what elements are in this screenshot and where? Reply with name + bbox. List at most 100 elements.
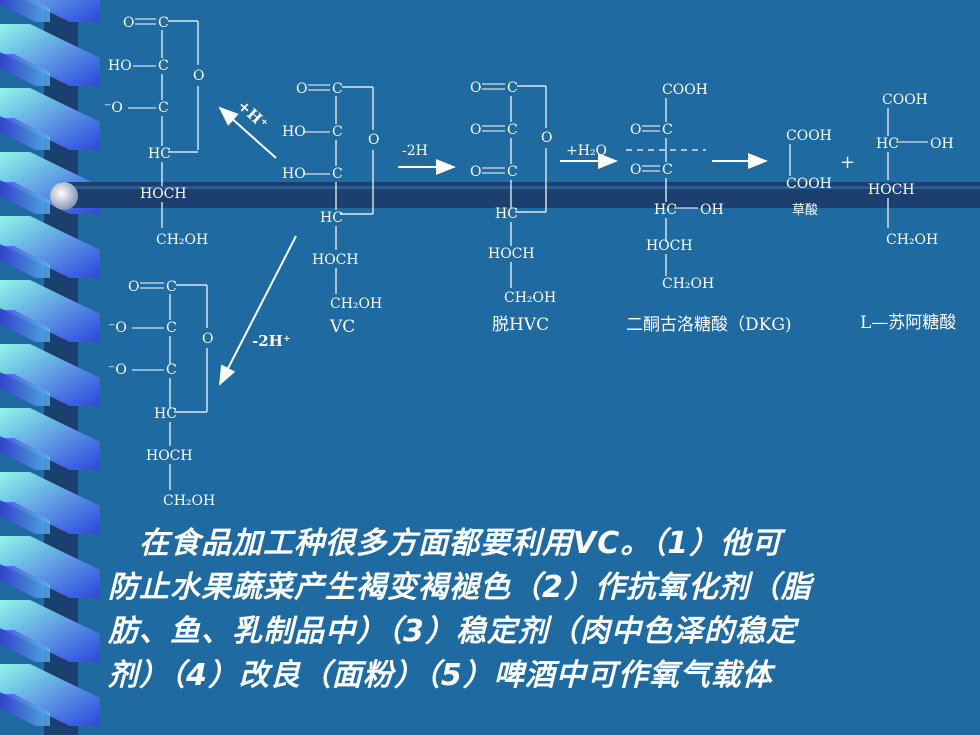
arrow-b-label: -2H⁺ — [252, 332, 291, 350]
body-text: 在食品加工种很多方面都要利用VC。（1）他可 防止水果蔬菜产生褐变褐褪色（2）作… — [108, 522, 958, 698]
mol-a-hc: HC — [148, 146, 171, 162]
dkg-c1: C — [662, 122, 673, 138]
horizontal-bar — [60, 182, 980, 208]
body-line-3: 肪、鱼、乳制品中）（3）稳定剂（肉中色泽的稳定 — [108, 614, 797, 649]
threonic-oh: OH — [930, 136, 954, 152]
ribbon-segment — [0, 664, 100, 726]
molecule-dianion: O C O ⁻O C ⁻O C HC HOCH CH₂OH — [108, 279, 215, 509]
ribbon-segment — [0, 600, 100, 662]
mol-a-c3: C — [158, 100, 169, 116]
threonic-hoch: HOCH — [868, 182, 915, 198]
threonic-ch2oh: CH₂OH — [886, 232, 938, 248]
mol-a-o1: O — [123, 15, 134, 31]
ribbon-shadow — [0, 438, 50, 470]
ribbon-shadow — [0, 0, 50, 22]
mol-b-c3: C — [166, 362, 177, 378]
molecule-dkg: COOH O C O C HC OH HOCH CH₂OH 二酮古洛糖酸（DKG… — [626, 82, 792, 335]
molecule-vc: O C HO C O HO C HC HOCH CH₂OH VC — [282, 81, 382, 337]
ribbon-shadow — [0, 374, 50, 406]
dkg-ch2oh: CH₂OH — [662, 276, 714, 292]
dkg-o2: O — [630, 162, 641, 178]
ribbon-segment — [0, 536, 100, 598]
vc-ho2: HO — [282, 166, 306, 182]
dhvc-o1: O — [470, 80, 481, 96]
body-line-1: 在食品加工种很多方面都要利用VC。（1）他可 — [108, 526, 783, 561]
dkg-name: 二酮古洛糖酸（DKG) — [626, 315, 792, 335]
dhvc-ch2oh: CH₂OH — [504, 290, 556, 306]
dhvc-o3: O — [470, 164, 481, 180]
ribbon-shadow — [0, 246, 50, 278]
mol-b-c1: C — [166, 279, 177, 295]
ribbon-segment — [0, 280, 100, 342]
dhvc-hoch: HOCH — [488, 246, 535, 262]
mol-a-ch2oh: CH₂OH — [156, 232, 208, 248]
ribbon-segment — [0, 472, 100, 534]
dkg-hc: HC — [654, 202, 677, 218]
threonic-name: L—苏阿糖酸 — [860, 313, 956, 333]
mol-b-c2: C — [166, 320, 177, 336]
vc-name: VC — [329, 317, 355, 337]
vc-c2: C — [332, 124, 343, 140]
molecule-oxalic-acid: COOH COOH 草酸 + — [786, 128, 855, 218]
ribbon-shadow — [0, 502, 50, 534]
dhvc-ring-o: O — [541, 130, 552, 146]
body-line-2: 防止水果蔬菜产生褐变褐褪色（2）作抗氧化剂（脂 — [108, 570, 812, 605]
molecule-dehydro-vc: O C O C O O C HC HOCH CH₂OH 脱HVC — [470, 80, 556, 335]
ribbon-segment — [0, 216, 100, 278]
bar-knob — [50, 182, 78, 210]
vc-hoch: HOCH — [312, 252, 359, 268]
step1-label: -2H — [402, 143, 428, 159]
mol-b-hc: HC — [154, 406, 177, 422]
arrow-plus-h2o: +H₂O — [560, 143, 618, 169]
arrow-minus-2h-step: -2H — [398, 143, 456, 175]
mol-a-hoch: HOCH — [140, 186, 187, 202]
ribbon-shadow — [0, 694, 50, 726]
oxalic-cooh1: COOH — [786, 128, 832, 144]
mol-a-oneg: ⁻O — [104, 100, 123, 116]
dkg-oh: OH — [700, 202, 724, 218]
oxalic-cooh2: COOH — [786, 176, 832, 192]
dkg-c2: C — [662, 162, 673, 178]
mol-a-c1: C — [158, 15, 169, 31]
ribbon-shadow — [0, 630, 50, 662]
dhvc-o2: O — [470, 122, 481, 138]
ribbon-shadow — [0, 54, 50, 86]
body-line-4: 剂）（4）改良（面粉）（5）啤酒中可作氧气载体 — [108, 658, 773, 693]
threonic-hc: HC — [876, 136, 899, 152]
vc-hc: HC — [320, 210, 343, 226]
molecule-threonic-acid: COOH HC OH HOCH CH₂OH L—苏阿糖酸 — [860, 92, 956, 333]
dhvc-c1: C — [507, 80, 518, 96]
dhvc-name: 脱HVC — [492, 315, 549, 335]
ribbon-shadow — [0, 310, 50, 342]
ribbon-shadow — [0, 118, 50, 150]
ribbon-segment — [0, 344, 100, 406]
vc-ho1: HO — [282, 124, 306, 140]
dhvc-c2: C — [507, 122, 518, 138]
mol-a-ho: HO — [108, 58, 132, 74]
vc-c1: C — [332, 81, 343, 97]
mol-b-oneg2: ⁻O — [108, 362, 127, 378]
mol-a-ring-o: O — [193, 68, 204, 84]
mol-a-c2: C — [158, 58, 169, 74]
oxalic-name: 草酸 — [792, 203, 818, 218]
vc-ring-o: O — [368, 132, 379, 148]
ribbon-segment — [0, 88, 100, 150]
vc-o1: O — [296, 81, 307, 97]
ribbon-segment — [0, 24, 100, 86]
mol-b-oneg1: ⁻O — [108, 320, 127, 336]
ribbon-shadow — [0, 566, 50, 598]
ribbon-segment — [0, 408, 100, 470]
vc-c3: C — [332, 166, 343, 182]
mol-b-ring-o: O — [202, 331, 213, 347]
vc-ch2oh: CH₂OH — [330, 296, 382, 312]
mol-b-o1: O — [128, 279, 139, 295]
mol-b-ch2oh: CH₂OH — [163, 493, 215, 509]
ribbon-shadow — [0, 182, 50, 214]
dkg-hoch: HOCH — [646, 238, 693, 254]
step2-label: +H₂O — [566, 143, 607, 159]
plus-sign: + — [840, 152, 855, 173]
dhvc-hc: HC — [495, 206, 518, 222]
dhvc-c3: C — [507, 164, 518, 180]
molecule-monoanion: O C HO C O ⁻O C HC HOCH CH₂OH — [104, 15, 208, 248]
